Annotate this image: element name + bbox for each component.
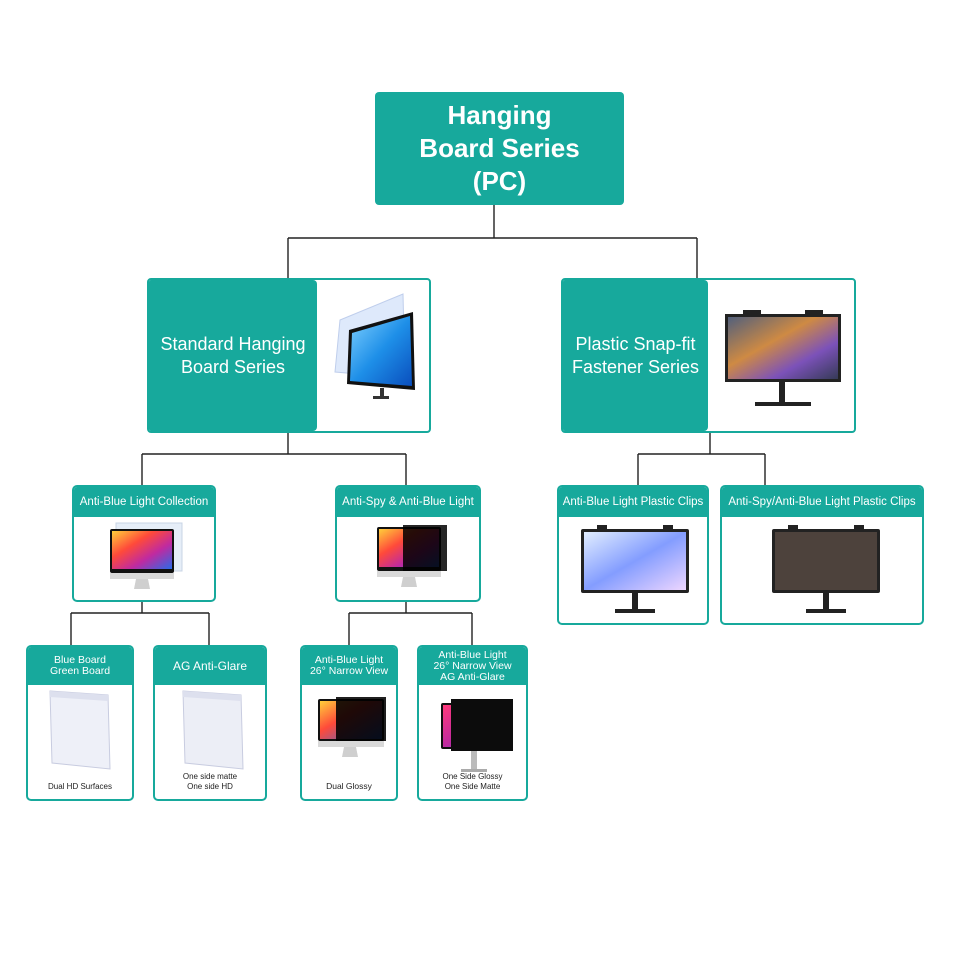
monitor-with-clip-filter-icon xyxy=(725,310,841,406)
collection-title: Anti-Spy & Anti-Blue Light xyxy=(337,487,479,517)
narrow-view-ag-node: Anti-Blue Light 26° Narrow View AG Anti-… xyxy=(417,645,528,801)
monitor-with-blue-light-board-icon xyxy=(334,293,415,399)
series-label: Standard Hanging Board Series xyxy=(149,280,317,431)
anti-spy-anti-blue-light-node: Anti-Spy & Anti-Blue Light xyxy=(335,485,481,602)
variant-caption: One side matte One side HD xyxy=(182,772,238,791)
variant-title: Anti-Blue Light 26° Narrow View xyxy=(302,647,396,685)
matte-acrylic-board-icon xyxy=(182,690,244,770)
collection-title: Anti-Spy/Anti-Blue Light Plastic Clips xyxy=(722,487,922,517)
variant-caption: One Side Glossy One Side Matte xyxy=(442,772,503,791)
privacy-filter-monitor-icon xyxy=(318,697,386,757)
variant-title: Blue Board Green Board xyxy=(28,647,132,685)
collection-title: Anti-Blue Light Collection xyxy=(74,487,214,517)
ag-anti-glare-node: AG Anti-Glare One side matte One side HD xyxy=(153,645,267,801)
narrow-view-node: Anti-Blue Light 26° Narrow View Dual Glo… xyxy=(300,645,398,801)
clear-acrylic-board-icon xyxy=(49,690,111,770)
dark-privacy-filter-monitor-icon xyxy=(441,699,513,772)
variant-caption: Dual HD Surfaces xyxy=(47,781,113,791)
variant-caption: Dual Glossy xyxy=(326,780,372,791)
anti-blue-light-plastic-clips-node: Anti-Blue Light Plastic Clips xyxy=(557,485,709,625)
anti-spy-anti-blue-light-plastic-clips-node: Anti-Spy/Anti-Blue Light Plastic Clips xyxy=(720,485,924,625)
colorful-monitor-with-board-icon xyxy=(110,522,183,589)
root-node: Hanging Board Series (PC) xyxy=(375,92,624,205)
plastic-snap-fit-fastener-series-node: Plastic Snap-fit Fastener Series xyxy=(561,278,856,433)
variant-title: Anti-Blue Light 26° Narrow View AG Anti-… xyxy=(419,647,526,685)
blue-green-board-node: Blue Board Green Board Dual HD Surfaces xyxy=(26,645,134,801)
collection-title: Anti-Blue Light Plastic Clips xyxy=(559,487,707,517)
anti-blue-light-collection-node: Anti-Blue Light Collection xyxy=(72,485,216,602)
privacy-monitor-icon xyxy=(377,525,447,587)
variant-title: AG Anti-Glare xyxy=(155,647,265,685)
standard-hanging-board-series-node: Standard Hanging Board Series xyxy=(147,278,431,433)
series-label: Plastic Snap-fit Fastener Series xyxy=(563,280,708,431)
monitor-with-dark-clip-filter-icon xyxy=(772,525,880,613)
monitor-with-clear-clip-filter-icon xyxy=(581,525,689,613)
